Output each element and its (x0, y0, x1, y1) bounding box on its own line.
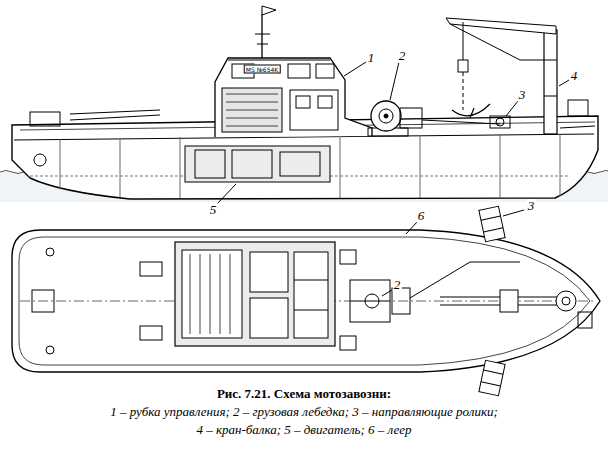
top-view (12, 206, 600, 395)
callout-number: 2 (398, 49, 407, 63)
caption-key: 4 – кран-балка; 5 – двигатель; 6 – леер (0, 422, 608, 438)
callout-number: 4 (570, 69, 579, 83)
side-view (12, 6, 598, 204)
callout-number: 2 (393, 278, 402, 292)
callout-number: 5 (209, 203, 218, 217)
callout-number: 6 (417, 209, 426, 223)
figure-caption: Рис. 7.21. Схема мотозавозни: (0, 386, 608, 402)
callout-number: 1 (367, 51, 376, 65)
caption-key: 1 – рубка управления; 2 – грузовая лебед… (0, 404, 608, 420)
callout-number: 3 (527, 199, 536, 213)
callout-number: 3 (518, 88, 527, 102)
hull-number: MS №654K (244, 65, 281, 74)
